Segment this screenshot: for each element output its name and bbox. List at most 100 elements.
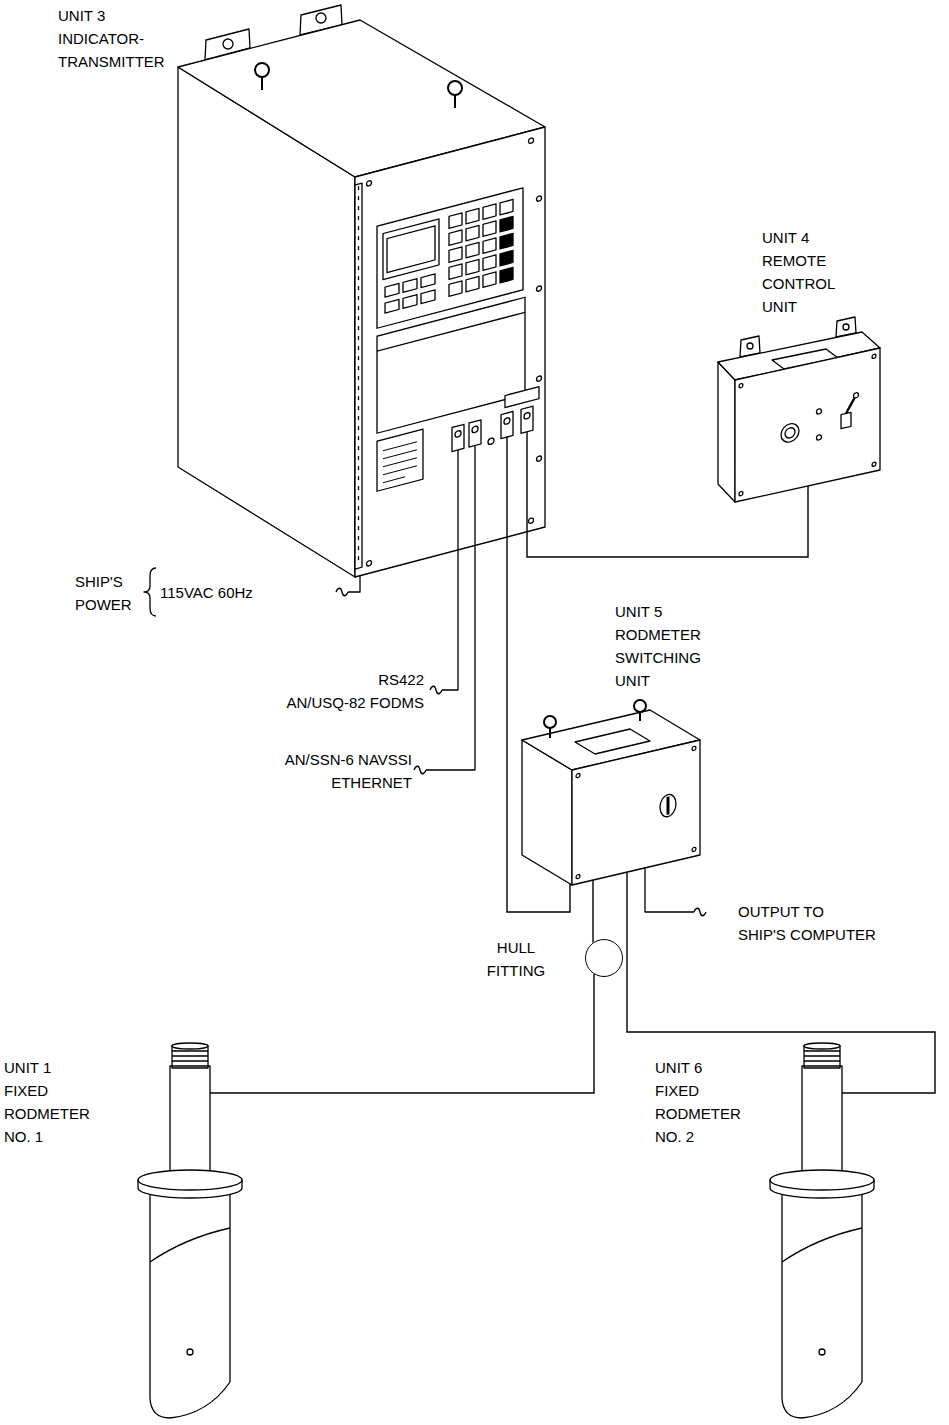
unit-label: UNIT 1 FIXED RODMETER NO. 1 — [4, 1056, 90, 1148]
unit-label: UNIT 6 FIXED RODMETER NO. 2 — [655, 1056, 741, 1148]
unit-label: UNIT 5 RODMETER SWITCHING UNIT — [615, 600, 701, 692]
unit-label: HULL FITTING — [487, 936, 545, 982]
signal-label: RS422 AN/USQ-82 FODMS — [286, 668, 424, 714]
front-panel — [505, 387, 539, 408]
control-panel — [739, 354, 876, 496]
front-panel — [367, 560, 372, 566]
control-panel — [854, 392, 859, 398]
front-panel — [537, 195, 542, 201]
cable-line — [210, 974, 594, 1093]
fixed-rodmeter: UNIT 6 FIXED RODMETER NO. 2 — [770, 1040, 874, 1420]
front-panel — [449, 230, 462, 245]
indicator-transmitter-drawing — [223, 39, 233, 49]
unit-label: UNIT 4 REMOTE CONTROL UNIT — [762, 226, 835, 318]
front-panel — [355, 135, 542, 569]
front-panel — [466, 242, 479, 257]
control-panel — [781, 422, 799, 444]
unit-label: UNIT 3 INDICATOR- TRANSMITTER — [58, 4, 165, 73]
front-panel — [385, 283, 399, 297]
front-panel — [452, 424, 464, 451]
front-panel — [529, 138, 534, 144]
front-panel — [483, 238, 496, 253]
front-panel — [500, 216, 513, 231]
front-panel — [501, 411, 513, 438]
indicator-transmitter-drawing — [454, 95, 456, 108]
external-cable — [144, 568, 156, 616]
front-panel — [466, 276, 479, 291]
front-panel — [377, 429, 423, 491]
rodmeter-switching-unit: UNIT 5 RODMETER SWITCHING UNIT — [518, 704, 705, 886]
switching-unit-drawing — [572, 740, 700, 885]
front-panel — [455, 430, 461, 438]
remote-control-unit: UNIT 4 REMOTE CONTROL UNIT — [715, 320, 885, 506]
external-cable — [426, 445, 475, 770]
fixed-rodmeter-drawing — [770, 1043, 874, 1418]
front-panel — [483, 221, 496, 236]
front-panel — [449, 281, 462, 296]
indicator-transmitter-drawing — [448, 81, 462, 95]
control-panel — [739, 491, 743, 496]
external-cable — [442, 450, 458, 690]
remote-control-unit-drawing — [843, 324, 849, 330]
front-panel — [358, 186, 359, 566]
control-panel — [817, 408, 822, 414]
signal-label: OUTPUT TO SHIP'S COMPUTER — [738, 900, 876, 946]
front-panel — [500, 199, 513, 214]
front-panel — [449, 213, 462, 228]
switch-panel — [576, 746, 696, 879]
switch-panel — [692, 746, 696, 751]
front-panel — [367, 180, 372, 186]
front-panel — [421, 290, 435, 304]
indicator-transmitter-drawing — [316, 13, 326, 23]
control-panel — [872, 354, 876, 359]
indicator-transmitter-drawing — [261, 77, 263, 90]
front-panel — [387, 226, 435, 273]
signal-label: AN/SSN-6 NAVSSI ETHERNET — [285, 748, 412, 794]
external-cable — [645, 868, 694, 912]
front-panel — [466, 208, 479, 223]
front-panel — [488, 437, 494, 445]
indicator-transmitter-drawing — [255, 63, 269, 77]
control-panel — [872, 462, 876, 467]
hull-fitting: HULL FITTING — [585, 939, 623, 977]
front-panel — [500, 233, 513, 248]
control-panel — [785, 427, 795, 439]
front-panel — [355, 183, 362, 569]
front-panel — [504, 417, 510, 425]
switch-panel — [666, 797, 669, 815]
cable-line — [507, 437, 570, 912]
switching-unit-drawing — [575, 729, 650, 754]
front-panel — [529, 518, 534, 524]
remote-control-unit-drawing — [718, 362, 735, 502]
indicator-transmitter: UNIT 3 INDICATOR- TRANSMITTER — [170, 0, 550, 580]
switching-unit-drawing — [522, 700, 700, 885]
front-panel — [537, 285, 542, 291]
front-panel — [449, 247, 462, 262]
front-panel — [537, 455, 542, 461]
front-panel — [403, 295, 417, 309]
fixed-rodmeter-drawing — [138, 1043, 242, 1418]
front-panel — [421, 274, 435, 288]
switch-panel — [660, 793, 676, 819]
fixed-rodmeter: UNIT 1 FIXED RODMETER NO. 1 — [138, 1040, 242, 1420]
front-panel — [500, 267, 513, 282]
front-panel — [472, 426, 478, 434]
front-panel — [403, 279, 417, 293]
signal-label: SHIP'S POWER — [75, 570, 132, 616]
indicator-transmitter-drawing — [178, 5, 545, 577]
control-panel — [739, 383, 743, 388]
cable-line — [592, 880, 593, 943]
external-cable — [348, 576, 360, 592]
front-panel — [521, 406, 533, 433]
front-panel — [466, 225, 479, 240]
front-panel — [537, 375, 542, 381]
front-panel — [377, 312, 525, 351]
front-panel — [383, 442, 417, 483]
front-panel — [500, 250, 513, 265]
external-cable — [694, 908, 706, 916]
front-panel — [524, 412, 530, 420]
front-panel — [377, 297, 525, 433]
